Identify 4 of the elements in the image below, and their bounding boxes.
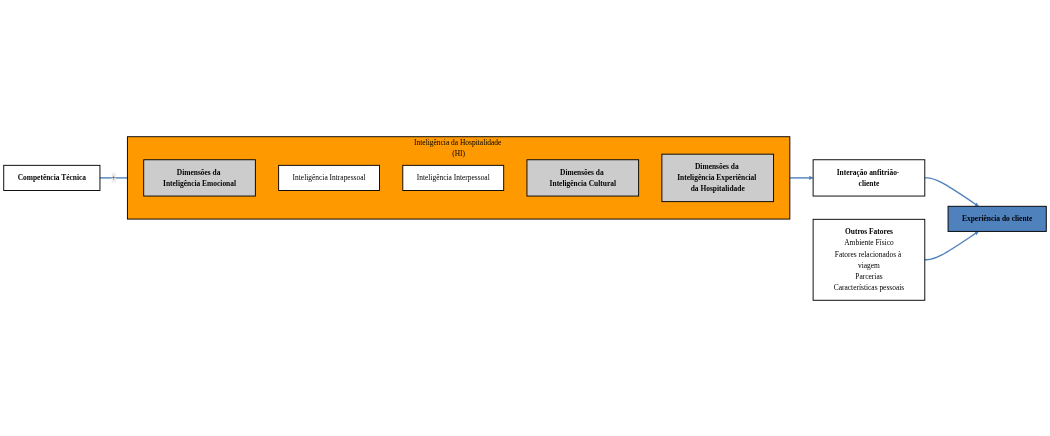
arrow — [789, 175, 814, 180]
arrow — [924, 176, 979, 206]
connector — [99, 176, 129, 179]
arrow — [924, 230, 979, 260]
